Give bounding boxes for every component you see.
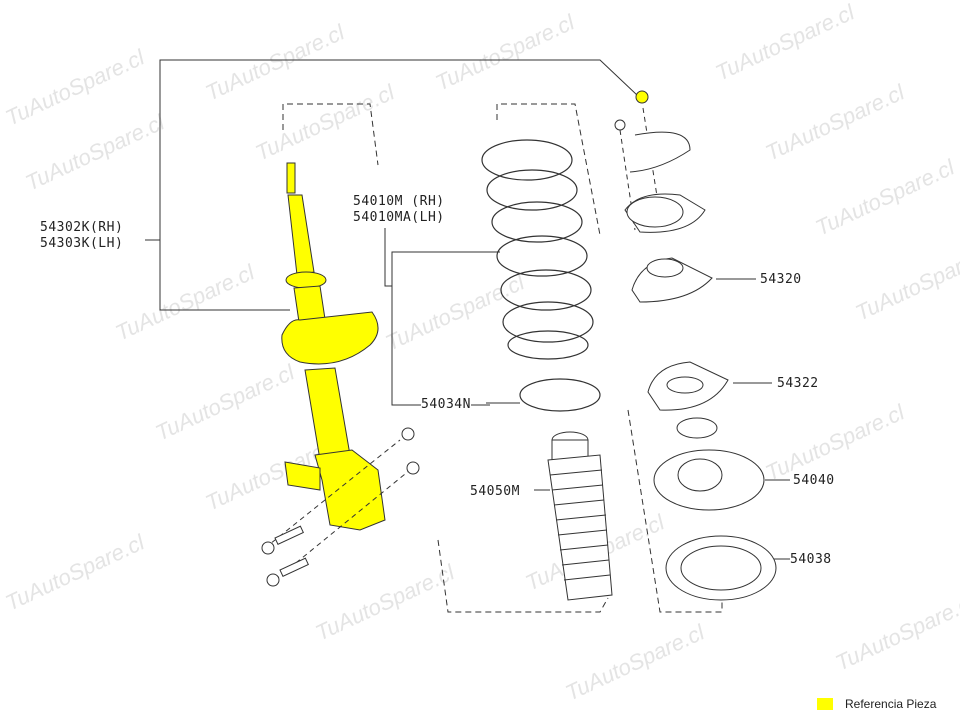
part-label-54010MA[interactable]: 54010MA(LH) xyxy=(353,210,445,226)
part-label-54034N[interactable]: 54034N xyxy=(421,397,471,413)
strut-assembly xyxy=(281,162,386,531)
part-label-54010M[interactable]: 54010M (RH) xyxy=(353,194,445,210)
bolt-head xyxy=(261,541,275,555)
dashed-group-strut xyxy=(282,103,379,166)
retainer-plate xyxy=(629,131,691,173)
nut xyxy=(614,119,626,131)
part-label-54040[interactable]: 54040 xyxy=(793,473,835,489)
nut xyxy=(401,427,415,441)
part-label-54050M[interactable]: 54050M xyxy=(470,484,520,500)
bearing xyxy=(676,417,718,439)
dashed-group-lower xyxy=(437,539,609,613)
part-label-54302K[interactable]: 54302K(RH) xyxy=(40,220,124,236)
legend-label: Referencia Pieza xyxy=(845,697,937,711)
part-label-54038[interactable]: 54038 xyxy=(790,552,832,568)
bound-bumper-boot xyxy=(547,431,613,601)
part-label-54303K[interactable]: 54303K(LH) xyxy=(40,236,124,252)
bolt-head xyxy=(266,573,280,587)
leader-bracket-strut xyxy=(159,59,639,311)
coil-spring xyxy=(481,139,601,412)
leader-spring xyxy=(384,228,392,287)
part-label-54320[interactable]: 54320 xyxy=(760,272,802,288)
top-nut-highlight xyxy=(635,90,649,104)
legend: Referencia Pieza xyxy=(817,697,936,711)
dashed-group-right xyxy=(627,409,723,613)
spring-seat-ring xyxy=(519,378,601,412)
nut xyxy=(406,461,420,475)
dashed-group-spring xyxy=(496,103,601,236)
part-label-54322[interactable]: 54322 xyxy=(777,376,819,392)
legend-swatch xyxy=(817,698,833,710)
leader-bracket-spring xyxy=(391,251,500,406)
